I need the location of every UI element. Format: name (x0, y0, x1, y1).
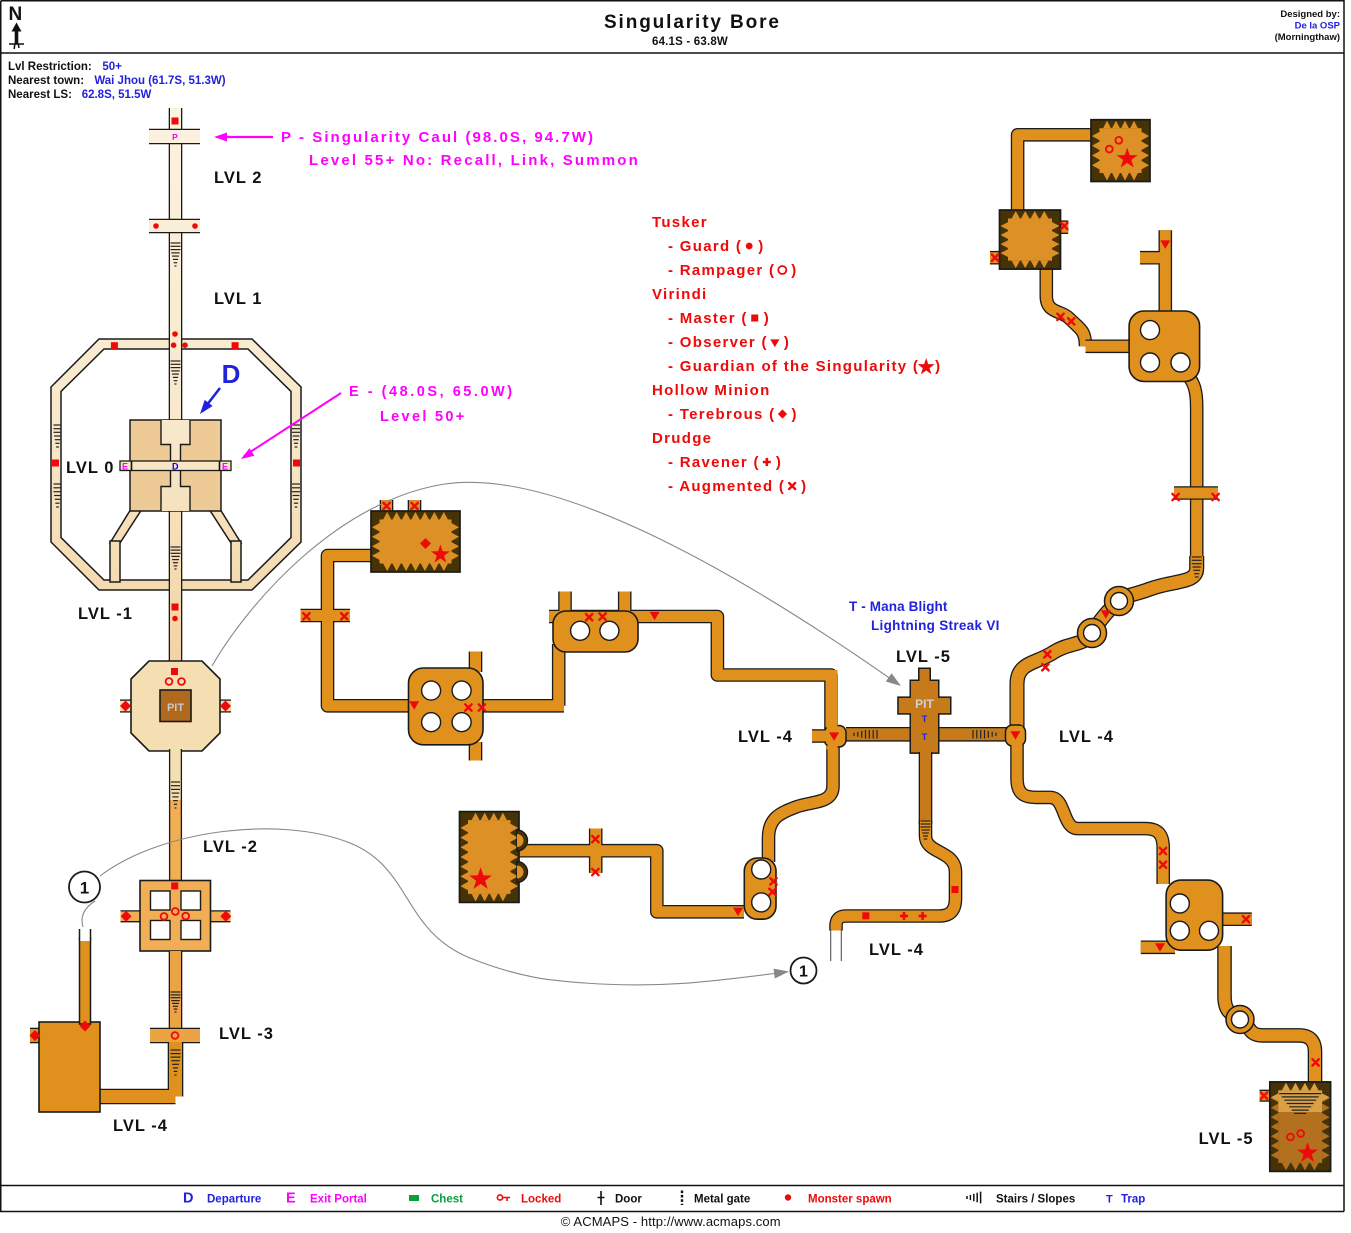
svg-text:Exit Portal: Exit Portal (310, 1194, 367, 1206)
svg-text:- Rampager (: - Rampager ( (668, 262, 775, 279)
svg-text:Nearest LS:: Nearest LS: (8, 89, 72, 101)
svg-text:Chest: Chest (431, 1194, 463, 1206)
svg-text:LVL 2: LVL 2 (214, 169, 262, 187)
svg-text:LVL -2: LVL -2 (203, 838, 258, 856)
svg-text:1: 1 (80, 879, 89, 898)
svg-text:De la OSP: De la OSP (1295, 21, 1341, 32)
svg-text:E: E (122, 462, 128, 472)
svg-text:): ) (784, 334, 789, 351)
svg-text:- Guardian of the Singularity: - Guardian of the Singularity ( (668, 358, 919, 375)
svg-text:P - Singularity Caul (98.0S, 9: P - Singularity Caul (98.0S, 94.7W) (281, 129, 595, 146)
svg-text:E: E (222, 462, 228, 472)
svg-text:Lightning Streak VI: Lightning Streak VI (871, 618, 1000, 633)
svg-text:LVL -5: LVL -5 (1199, 1130, 1254, 1148)
svg-text:Tusker: Tusker (652, 214, 708, 231)
svg-text:Trap: Trap (1121, 1194, 1145, 1206)
svg-text:(Morningthaw): (Morningthaw) (1275, 32, 1340, 43)
svg-text:- Ravener (: - Ravener ( (668, 454, 760, 471)
svg-text:PIT: PIT (915, 697, 934, 711)
svg-text:Hollow Minion: Hollow Minion (652, 382, 771, 399)
svg-text:E - (48.0S, 65.0W): E - (48.0S, 65.0W) (349, 384, 515, 400)
svg-text:PIT: PIT (167, 702, 184, 714)
svg-text:): ) (801, 478, 806, 495)
svg-text:Nearest town:: Nearest town: (8, 75, 84, 87)
svg-text:© ACMAPS - http://www.acmaps.c: © ACMAPS - http://www.acmaps.com (561, 1214, 781, 1229)
svg-text:Monster spawn: Monster spawn (808, 1194, 892, 1206)
svg-text:T: T (922, 732, 928, 742)
svg-text:64.1S - 63.8W: 64.1S - 63.8W (652, 36, 728, 48)
svg-text:Lvl Restriction:: Lvl Restriction: (8, 61, 92, 73)
svg-text:): ) (935, 358, 940, 375)
svg-text:- Observer (: - Observer ( (668, 334, 768, 351)
svg-text:Designed by:: Designed by: (1280, 9, 1340, 20)
svg-text:Drudge: Drudge (652, 430, 712, 447)
svg-text:Wai Jhou (61.7S, 51.3W): Wai Jhou (61.7S, 51.3W) (94, 75, 225, 87)
svg-text:D: D (183, 1191, 193, 1207)
svg-text:N: N (9, 4, 23, 25)
svg-text:Locked: Locked (521, 1194, 561, 1206)
svg-text:T - Mana Blight: T - Mana Blight (849, 599, 948, 614)
svg-text:Stairs / Slopes: Stairs / Slopes (996, 1194, 1075, 1206)
svg-text:- Guard (: - Guard ( (668, 238, 742, 255)
svg-text:LVL -4: LVL -4 (738, 728, 793, 746)
svg-text:D: D (172, 462, 179, 472)
svg-text:LVL -4: LVL -4 (113, 1117, 168, 1135)
svg-text:- Master (: - Master ( (668, 310, 748, 327)
svg-text:): ) (791, 262, 796, 279)
svg-text:LVL -5: LVL -5 (896, 648, 951, 666)
svg-text:Metal gate: Metal gate (694, 1194, 750, 1206)
svg-text:LVL -4: LVL -4 (1059, 728, 1114, 746)
svg-text:D: D (222, 359, 241, 389)
svg-text:- Augmented (: - Augmented ( (668, 478, 785, 495)
svg-text:): ) (758, 238, 763, 255)
svg-text:Door: Door (615, 1194, 642, 1206)
svg-text:LVL 1: LVL 1 (214, 290, 262, 308)
svg-text:T: T (922, 714, 928, 724)
svg-text:E: E (286, 1191, 296, 1207)
svg-text:62.8S, 51.5W: 62.8S, 51.5W (82, 89, 152, 101)
svg-text:Singularity Bore: Singularity Bore (604, 12, 781, 33)
svg-text:LVL -1: LVL -1 (78, 605, 133, 623)
svg-text:T: T (1106, 1194, 1113, 1206)
svg-text:LVL 0: LVL 0 (66, 459, 114, 477)
svg-text:- Terebrous (: - Terebrous ( (668, 406, 775, 423)
svg-text:50+: 50+ (102, 61, 122, 73)
svg-text:LVL -3: LVL -3 (219, 1025, 274, 1043)
svg-text:P: P (172, 132, 178, 142)
svg-text:): ) (764, 310, 769, 327)
svg-text:1: 1 (799, 964, 808, 981)
svg-text:): ) (776, 454, 781, 471)
svg-text:Level 50+: Level 50+ (380, 409, 467, 425)
svg-text:LVL -4: LVL -4 (869, 941, 924, 959)
svg-text:Departure: Departure (207, 1194, 261, 1206)
svg-text:Level 55+ No: Recall, Link, S: Level 55+ No: Recall, Link, Summon (309, 152, 640, 169)
svg-text:Virindi: Virindi (652, 286, 708, 303)
svg-text:): ) (791, 406, 796, 423)
